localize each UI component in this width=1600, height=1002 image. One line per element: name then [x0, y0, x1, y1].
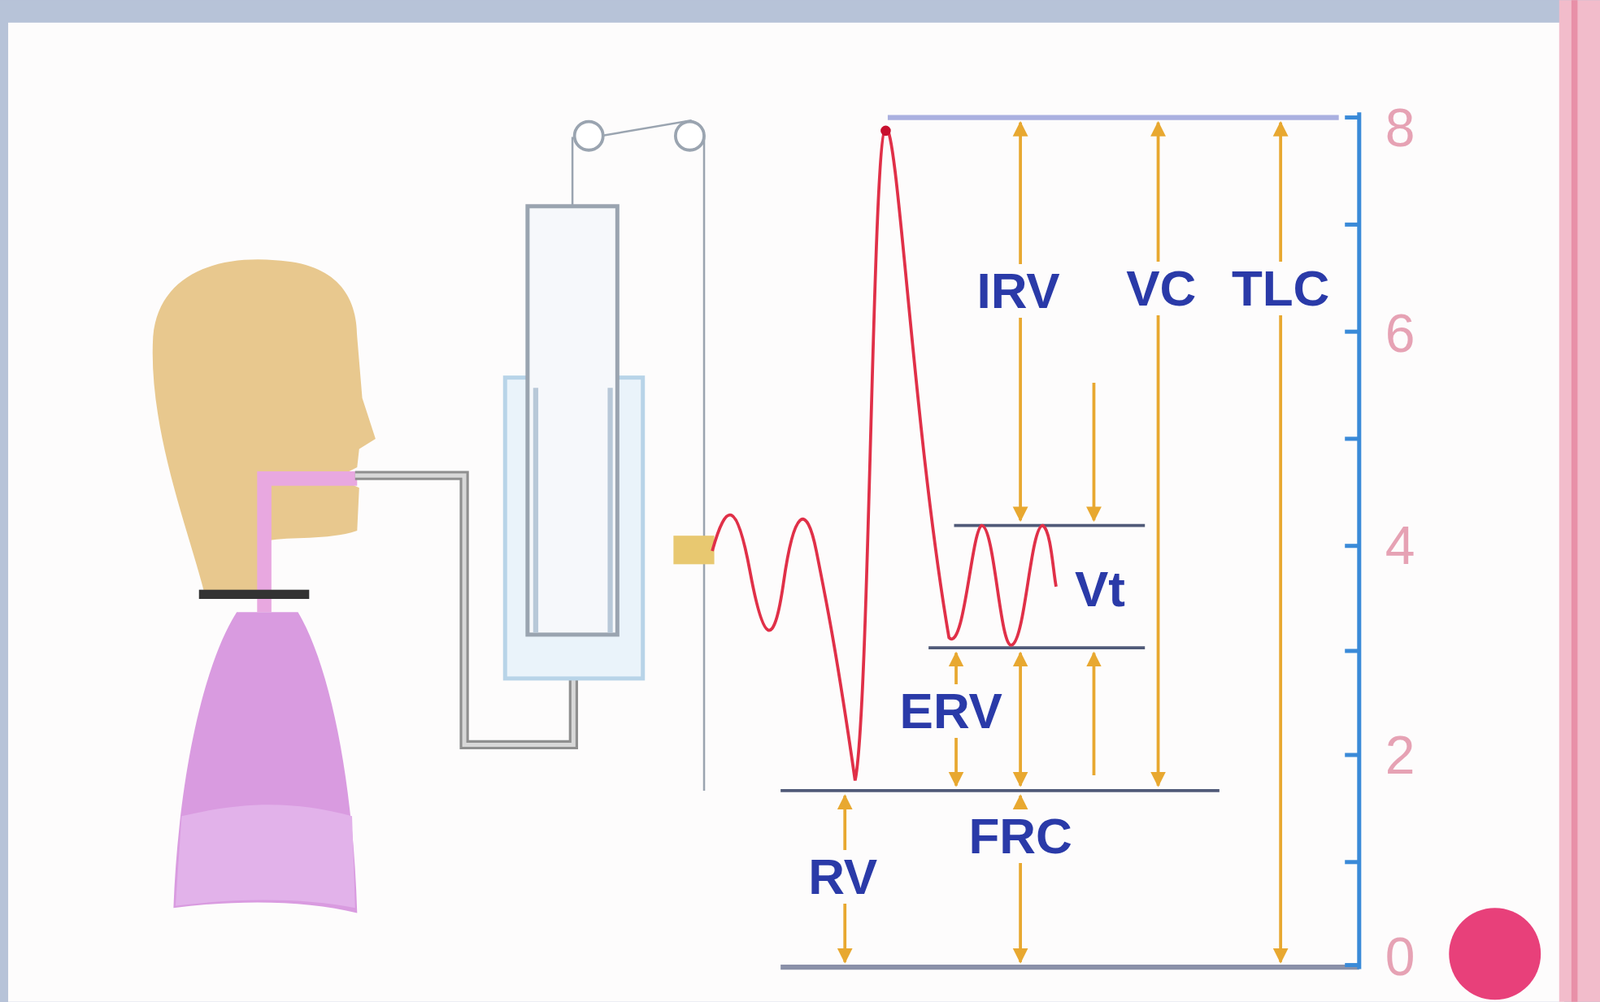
side-band	[1559, 0, 1600, 1002]
axis-number: 4	[1382, 517, 1419, 574]
pen	[673, 535, 714, 565]
cord	[572, 120, 705, 792]
rv-line	[780, 789, 1220, 793]
volume-label: ERV	[896, 684, 1006, 739]
axis-ticks	[1344, 117, 1360, 966]
panel	[8, 22, 1565, 1002]
volume-label: Vt	[1071, 562, 1129, 617]
bell-side	[607, 387, 613, 633]
lungs-lower	[175, 804, 356, 909]
volume-label: TLC	[1228, 261, 1334, 316]
tlc-line	[887, 114, 1340, 120]
axis-number: 6	[1382, 304, 1419, 362]
volume-label: IRV	[973, 264, 1063, 318]
volume-label: VC	[1122, 261, 1200, 316]
corner-dot	[1448, 908, 1541, 1000]
axis-number: 2	[1382, 726, 1419, 784]
side-line	[1571, 0, 1579, 1002]
axis-number: 8	[1382, 99, 1419, 157]
bell-side	[533, 387, 539, 633]
volume-label: RV	[804, 850, 881, 905]
pulley	[574, 121, 604, 151]
trace-peak	[880, 126, 892, 137]
collar	[199, 590, 310, 600]
volume-label: FRC	[965, 809, 1075, 864]
volume-arrows	[844, 122, 1281, 963]
volume-trace	[712, 127, 1057, 781]
axis-number: 0	[1382, 928, 1419, 986]
bell	[527, 206, 618, 635]
pulley	[675, 121, 705, 151]
lungs	[173, 612, 357, 914]
axis	[1356, 112, 1361, 970]
zero-line	[780, 965, 1360, 970]
vt-bottom-line	[928, 646, 1145, 650]
